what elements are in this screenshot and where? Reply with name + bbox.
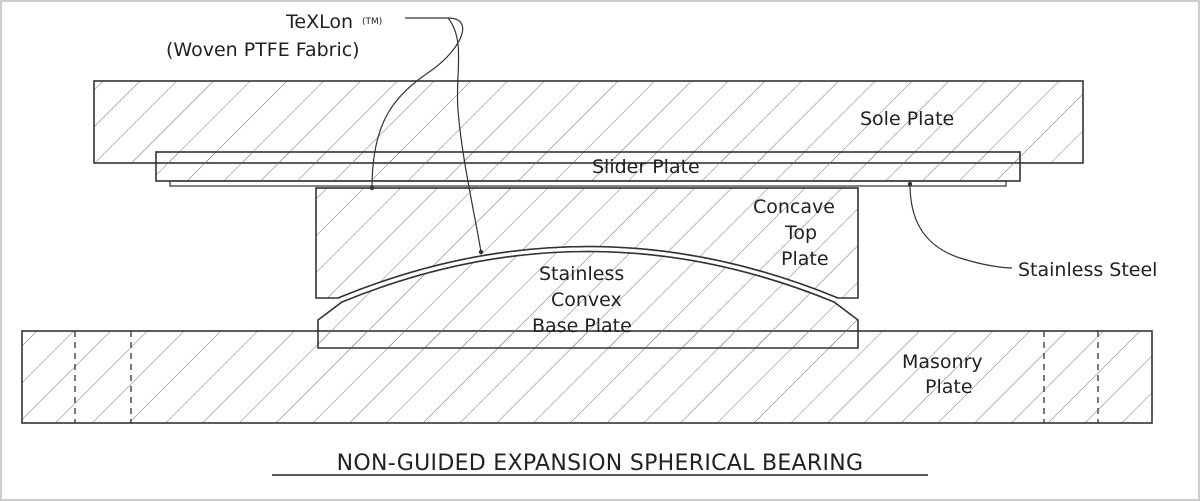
texlon-leader-to-flat — [371, 17, 464, 189]
spherical-ptfe-liner — [337, 245, 839, 299]
texlon-label: TeXLon — [285, 11, 353, 33]
stainless-steel-label: Stainless Steel — [1018, 259, 1157, 281]
convex-label-2: Convex — [551, 289, 622, 311]
convex-label-3: Base Plate — [532, 315, 632, 337]
convex-label-1: Stainless — [539, 263, 624, 285]
texlon-leader-dot-spherical — [478, 249, 484, 255]
sole-plate-label: Sole Plate — [860, 108, 954, 130]
texlon-leader-dot-flat — [369, 185, 375, 191]
concave-label-3: Plate — [781, 248, 829, 270]
masonry-label-1: Masonry — [902, 351, 983, 373]
sole-plate — [93, 80, 1084, 164]
stainless-steel-leader-dot — [907, 181, 913, 187]
stainless-steel-sheet — [169, 180, 1007, 187]
slider-plate — [155, 151, 1021, 182]
stainless-steel-leader — [909, 183, 1013, 269]
texlon-tm-label: (TM) — [362, 17, 382, 27]
concave-label-1: Concave — [753, 196, 835, 218]
diagram-title: NON-GUIDED EXPANSION SPHERICAL BEARING — [337, 451, 864, 476]
masonry-label-2: Plate — [925, 376, 973, 398]
woven-ptfe-label: (Woven PTFE Fabric) — [166, 39, 360, 61]
slider-plate-label: Slider Plate — [592, 156, 700, 178]
concave-label-2: Top — [784, 222, 817, 244]
texlon-leader-to-spherical — [447, 17, 482, 253]
convex-base-plate — [317, 250, 859, 349]
